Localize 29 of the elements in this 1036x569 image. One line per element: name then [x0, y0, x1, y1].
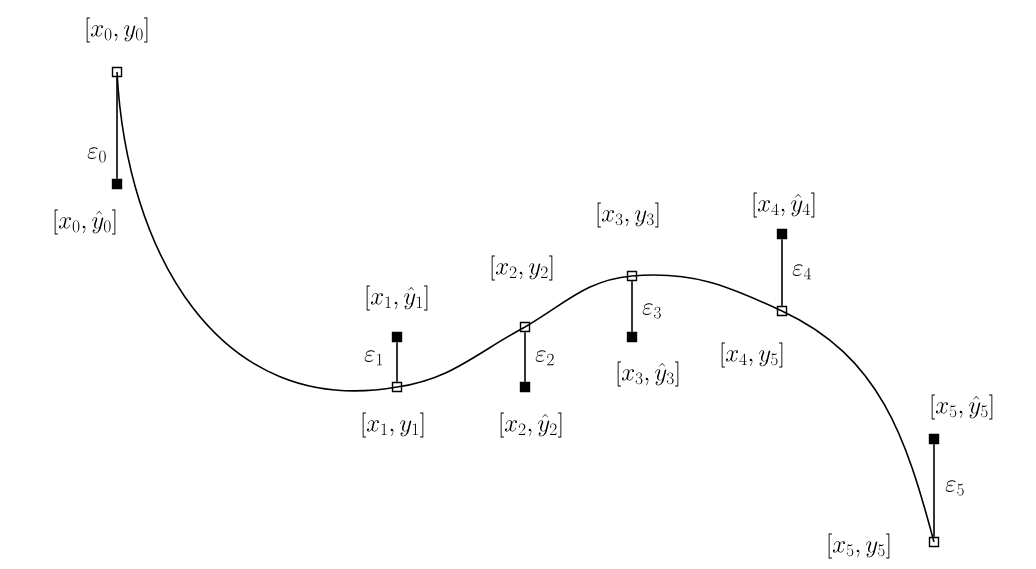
- curve: [396, 326, 526, 388]
- point-label: $[x_3, \hat{y}_3]$: [617, 361, 679, 387]
- curve: [524, 275, 633, 328]
- point-label: $[x_4, \hat{y}_4]$: [753, 192, 815, 218]
- point-label: $[x_3, y_3]$: [597, 202, 659, 228]
- error-bar: [933, 443, 935, 538]
- curve: [116, 71, 398, 392]
- point-label: $[x_5, \hat{y}_5]$: [931, 394, 993, 420]
- point-label: $[x_1, y_1]$: [362, 412, 424, 438]
- error-label: $\varepsilon_4$: [792, 264, 812, 280]
- point-label: $[x_0, y_0]$: [86, 17, 148, 43]
- curve: [631, 274, 783, 312]
- error-bar: [631, 280, 633, 333]
- error-label: $\varepsilon_5$: [945, 480, 964, 496]
- error-bar: [116, 76, 118, 180]
- point-label: $[x_0, \hat{y}_0]$: [54, 209, 116, 235]
- error-label: $\varepsilon_2$: [535, 350, 554, 366]
- error-bar: [781, 238, 783, 307]
- error-label: $\varepsilon_3$: [642, 303, 661, 319]
- point-label: $[x_4, y_5]$: [721, 342, 783, 368]
- curve: [781, 310, 935, 543]
- point-label: $[x_2, y_2]$: [491, 255, 553, 281]
- error-label: $\varepsilon_0$: [87, 147, 106, 163]
- error-bar: [396, 341, 398, 383]
- error-bar: [524, 331, 526, 383]
- error-label: $\varepsilon_1$: [364, 350, 383, 366]
- point-label: $[x_2, \hat{y}_2]$: [500, 412, 562, 438]
- point-label: $[x_5, y_5]$: [828, 533, 890, 559]
- point-label: $[x_1, \hat{y}_1]$: [366, 285, 428, 311]
